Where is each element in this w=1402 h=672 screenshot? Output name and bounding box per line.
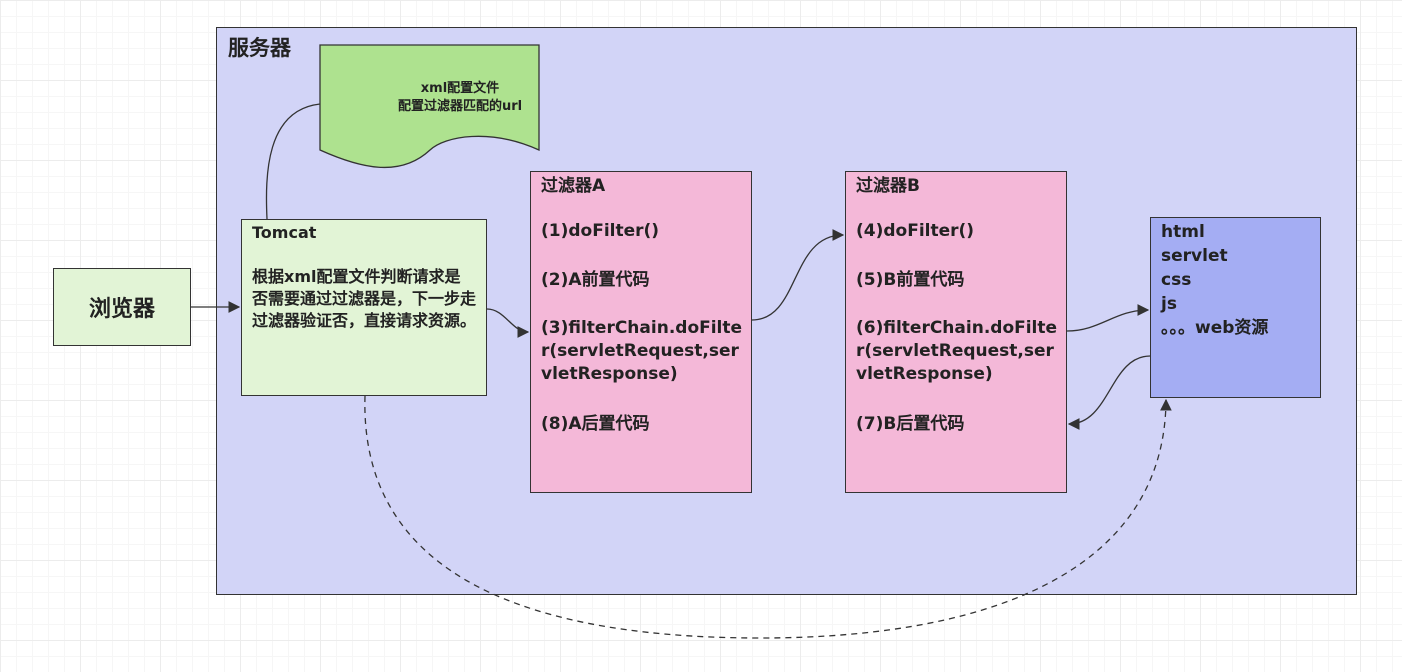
resource-item: css: [1161, 270, 1192, 290]
web-resources-node: html servlet css js 。。。web资源: [1150, 217, 1321, 398]
resource-item: js: [1161, 294, 1177, 314]
filterA-step-dofilter: (1)doFilter(): [541, 221, 660, 241]
config-document-shape: [319, 44, 540, 169]
tomcat-description: 根据xml配置文件判断请求是否需要通过过滤器是，下一步走过滤器验证否，直接请求资…: [252, 267, 477, 330]
arrow-filterB-to-resources: [1066, 304, 1150, 332]
filterB-step-postcode: (7)B后置代码: [856, 414, 965, 434]
filterA-title: 过滤器A: [541, 176, 606, 196]
filterA-step-chain: (3)filterChain.doFilter(servletRequest,s…: [541, 318, 743, 384]
resource-item: servlet: [1161, 246, 1228, 266]
filterB-step-precode: (5)B前置代码: [856, 270, 965, 290]
filterB-step-dofilter: (4)doFilter(): [856, 221, 975, 241]
config-document-line2: 配置过滤器匹配的url: [397, 99, 523, 114]
tomcat-config-connector: [265, 103, 321, 220]
tomcat-node: Tomcat 根据xml配置文件判断请求是否需要通过过滤器是，下一步走过滤器验证…: [241, 219, 487, 396]
filterA-step-postcode: (8)A后置代码: [541, 414, 650, 434]
filterB-title: 过滤器B: [856, 176, 920, 196]
resource-item: html: [1161, 222, 1205, 242]
filterB-step-chain: (6)filterChain.doFilter(servletRequest,s…: [856, 318, 1058, 384]
filterB-node: 过滤器B (4)doFilter() (5)B前置代码 (6)filterCha…: [845, 171, 1067, 493]
filterA-node: 过滤器A (1)doFilter() (2)A前置代码 (3)filterCha…: [530, 171, 752, 493]
arrow-filterA-to-filterB: [751, 229, 845, 321]
config-document-line1: xml配置文件: [420, 81, 500, 96]
browser-label: 浏览器: [88, 297, 155, 322]
resource-item: 。。。web资源: [1161, 318, 1269, 338]
arrow-resources-to-filterB: [1067, 355, 1151, 430]
filterA-step-precode: (2)A前置代码: [541, 270, 650, 290]
arrow-tomcat-to-filterA: [486, 308, 530, 338]
server-title: 服务器: [228, 36, 291, 60]
browser-node: 浏览器: [53, 268, 191, 346]
tomcat-title: Tomcat: [252, 223, 317, 242]
config-document-label: xml配置文件 配置过滤器匹配的url: [380, 80, 540, 116]
